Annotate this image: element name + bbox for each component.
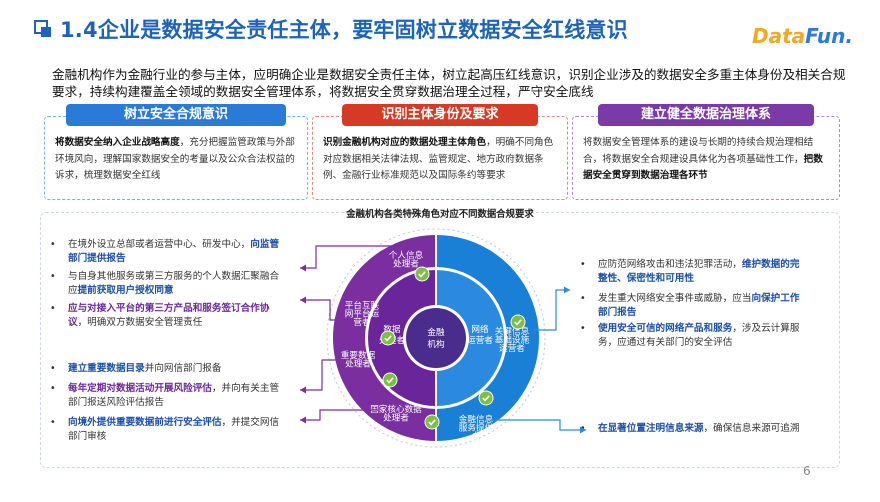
requirement-item: 应防范网络攻击和违法犯罪活动，维护数据的完整性、保密性和可用性	[574, 258, 804, 285]
column-1-bold: 将数据安全纳入企业战略高度	[55, 137, 180, 148]
requirement-item: 与自身其他服务或第三方服务的个人数据汇聚融合应提前获取用户授权同意	[44, 270, 280, 297]
title-square-icon	[34, 20, 51, 37]
diagram-caption: 金融机构各类特殊角色对应不同数据合规要求	[346, 209, 534, 220]
column-1-text: ，充分把握监管政策与外部环境风向，理解国家数据安全的考量以及公众合法权益的诉求，…	[55, 137, 295, 181]
intro-paragraph: 金融机构作为金融行业的参与主体，应明确企业是数据安全责任主体，树立起高压红线意识…	[52, 67, 846, 99]
page-title: 1.4企业是数据安全责任主体，要牢固树立数据安全红线意识	[60, 18, 628, 42]
check-mark	[384, 335, 392, 342]
page-number: 6	[803, 464, 811, 478]
column-box-3: 将数据安全管理体系的建设与长期的持续合规治理相结合，将数据安全合规建设具体化为各…	[572, 116, 840, 200]
right-requirements: 应防范网络攻击和违法犯罪活动，维护数据的完整性、保密性和可用性发生重大网络安全事…	[574, 216, 804, 464]
check-icon	[382, 372, 398, 388]
requirement-item: 在境外设立总部或者运营中心、研发中心，向监管部门提供报告	[44, 238, 280, 265]
check-mark	[514, 319, 522, 326]
core-circle	[406, 308, 466, 368]
column-2-bold: 识别金融机构对应的数据处理主体角色	[323, 137, 487, 148]
left-requirements: 在境外设立总部或者运营中心、研发中心，向监管部门提供报告与自身其他服务或第三方服…	[44, 216, 380, 464]
column-header-2: 识别主体身份及要求	[342, 104, 538, 126]
check-icon	[478, 390, 494, 406]
check-icon	[424, 414, 440, 430]
requirement-item: 每年定期对数据活动开展风险评估，并向有关主管部门报送风险评估报告	[44, 382, 280, 409]
outer-role-label: 重要数据处理者	[341, 349, 376, 370]
requirement-item: 建立重要数据目录并向网信部门报备	[44, 362, 222, 376]
requirement-item: 发生重大网络安全事件或威胁，应当向保护工作部门报告	[574, 292, 804, 319]
column-box-2: 识别金融机构对应的数据处理主体角色，明确不同角色对应数据相关法律法规、监管规定、…	[312, 116, 568, 200]
outer-role-label: 关键信息基础设施运营者	[495, 325, 530, 354]
outer-role-label: 金融信息服务提供者	[459, 413, 494, 442]
column-2-text: ，明确不同角色对应数据相关法律法规、监管规定、地方政府数据条例、金融行业标准规范…	[323, 137, 554, 181]
check-icon	[380, 330, 396, 346]
requirement-item: 在显著位置注明信息来源，确保信息来源可追溯	[574, 422, 799, 436]
outer-role-label: 国家核心数据处理者	[370, 403, 422, 424]
diagram-panel	[40, 212, 840, 468]
check-mark	[418, 271, 426, 278]
requirement-item: 向境外提供重要数据前进行安全评估，并提交网信部门审核	[44, 416, 280, 443]
roles-diagram: 金融机构数据处理者网络运营者个人信息处理者平台互联网平台运营者重要数据处理者国家…	[326, 228, 546, 448]
datafun-logo: DataFun.	[752, 24, 853, 48]
requirement-item: 使用安全可信的网络产品和服务，涉及云计算服务，应通过有关部门的安全评估	[574, 322, 804, 349]
check-mark	[428, 419, 436, 426]
center-label: 金融机构	[427, 326, 445, 350]
outer-role-label: 个人信息处理者	[389, 249, 424, 270]
inner-ring-right	[436, 270, 504, 406]
column-box-1: 将数据安全纳入企业战略高度，充分把握监管政策与外部环境风向，理解国家数据安全的考…	[44, 116, 308, 200]
column-3-text: 将数据安全管理体系的建设与长期的持续合规治理相结合，将数据安全合规建设具体化为各…	[583, 137, 814, 165]
inner-ring-left	[368, 270, 436, 406]
check-icon	[414, 266, 430, 282]
requirement-item: 应与对接入平台的第三方产品和服务签订合作协议，明确双方数据安全管理责任	[44, 302, 280, 329]
outer-role-label: 平台互联网平台运营者	[345, 299, 380, 328]
column-3-bold: 把数据安全贯穿到数据治理各环节	[583, 153, 823, 182]
check-mark	[482, 395, 490, 402]
inner-right-label: 网络运营者	[467, 323, 493, 346]
check-icon	[510, 314, 526, 330]
outer-dotted-ring	[326, 228, 546, 448]
column-header-3: 建立健全数据治理体系	[598, 104, 814, 126]
column-header-1: 树立安全合规意识	[66, 104, 286, 126]
check-mark	[386, 377, 394, 384]
